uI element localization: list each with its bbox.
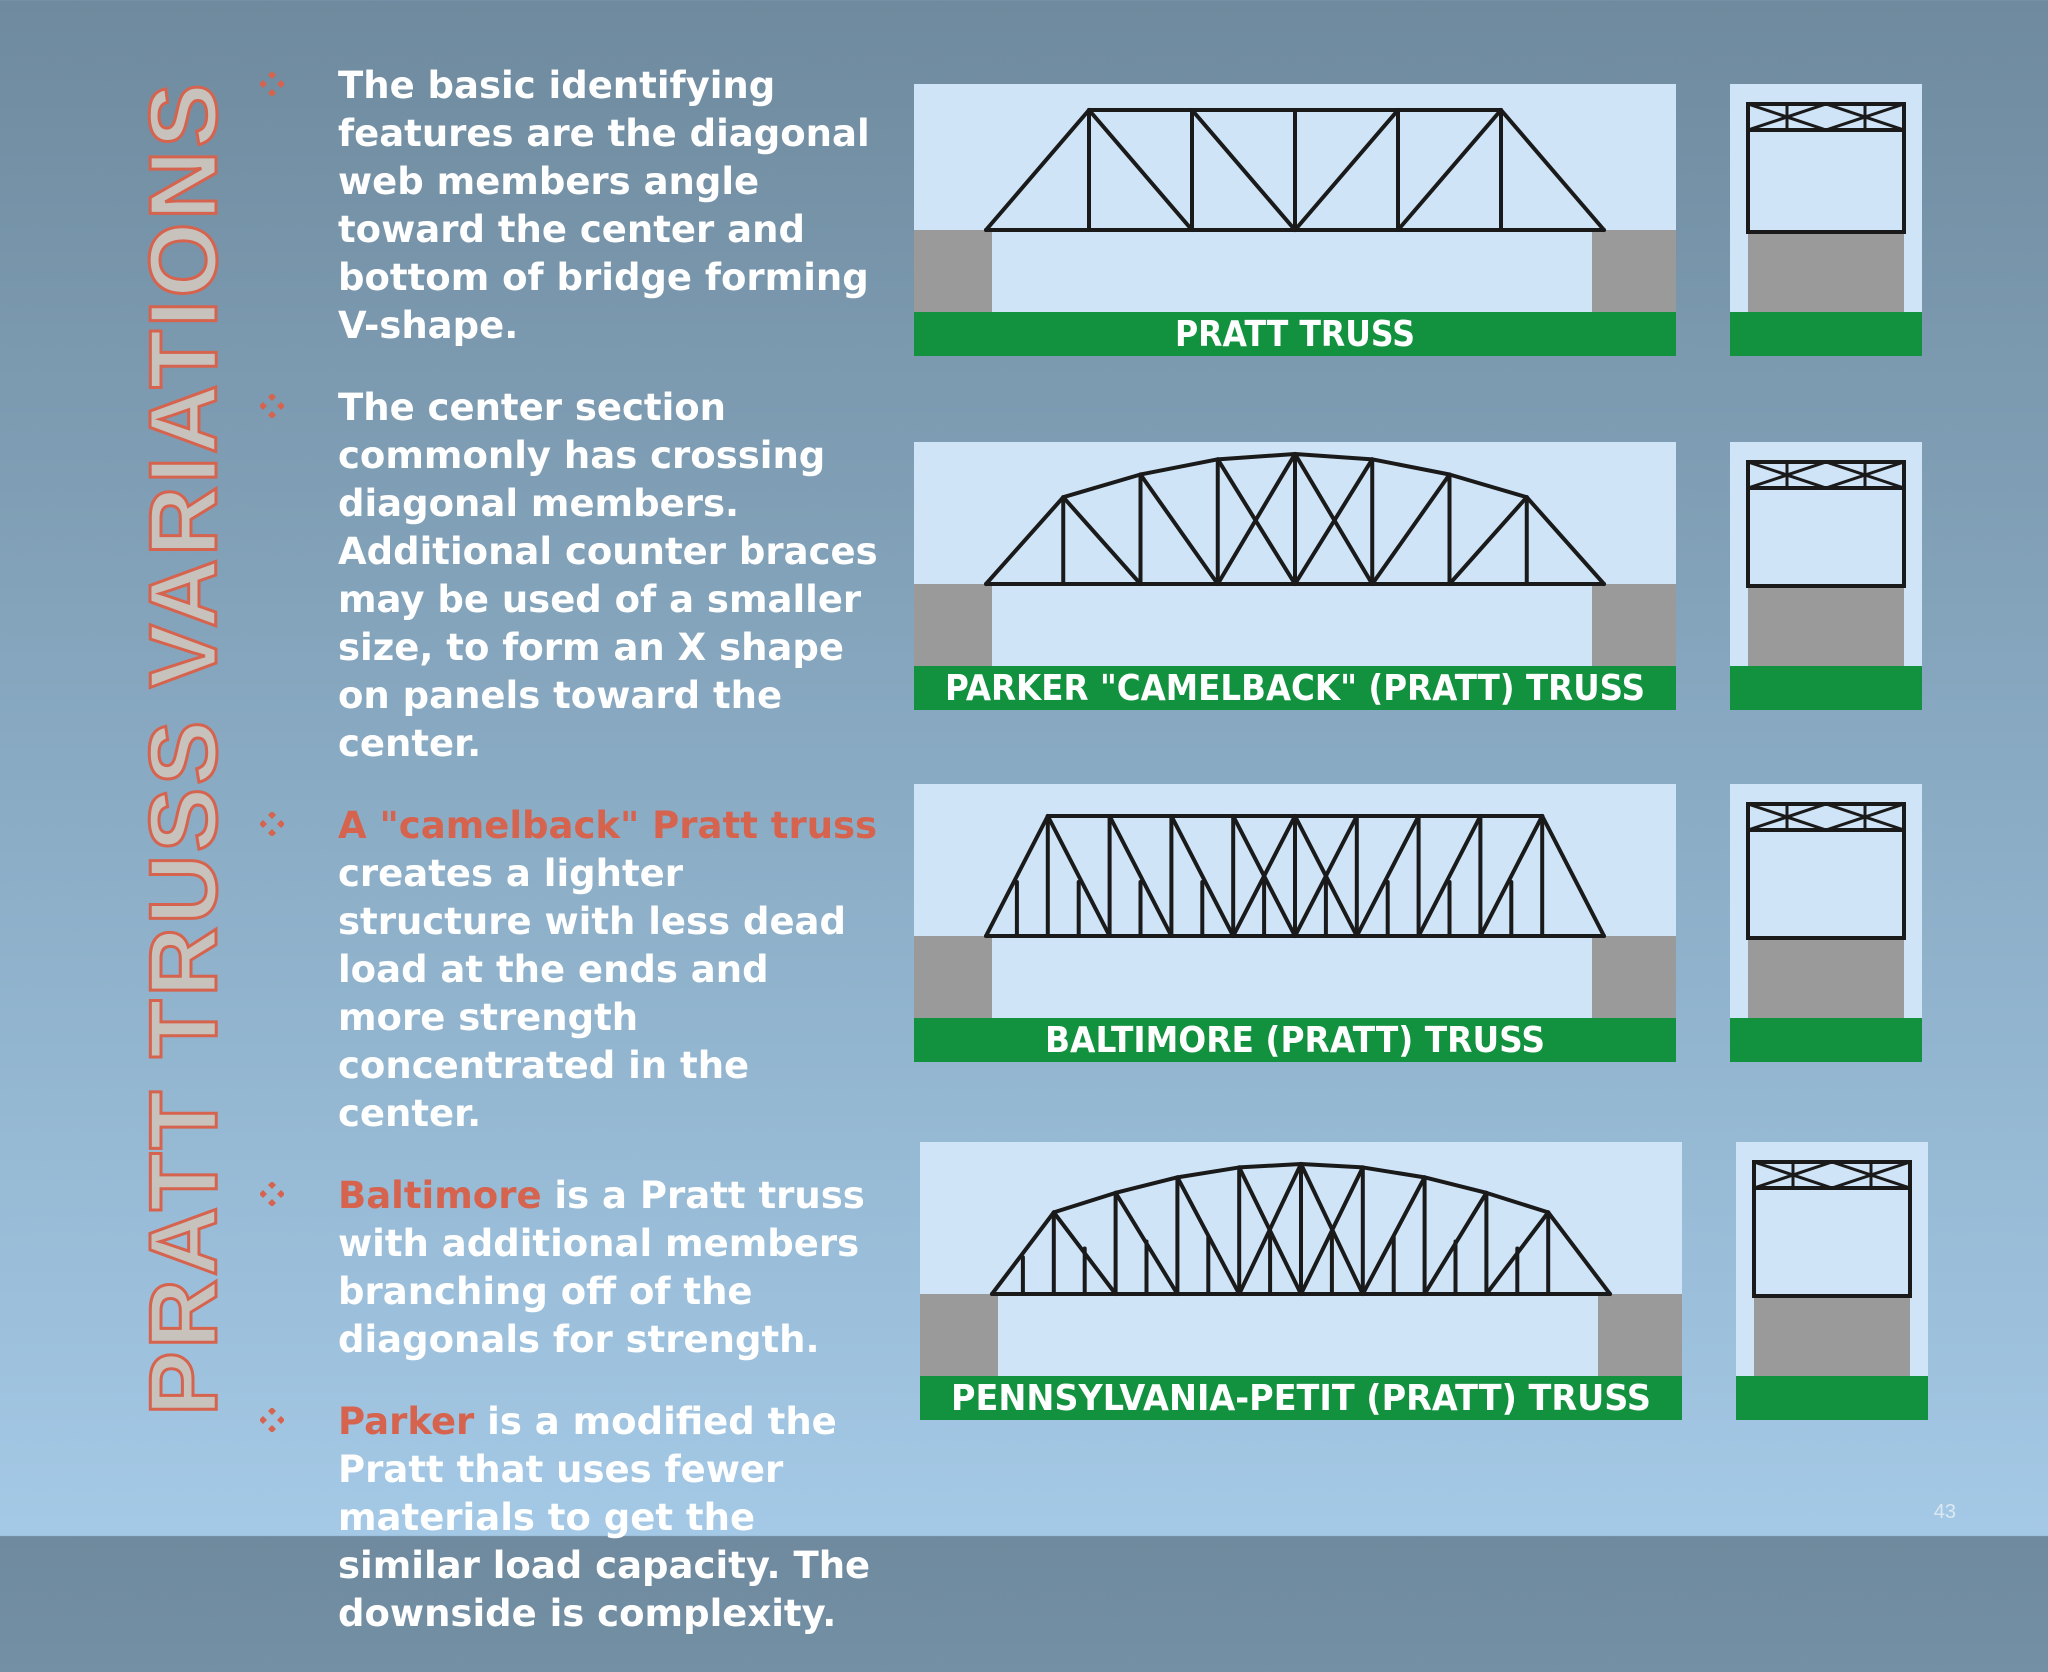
ground-band: [914, 1018, 1676, 1062]
portal-frame: [1746, 802, 1906, 940]
ground-band: [914, 666, 1676, 710]
bullet-highlight: Baltimore: [338, 1174, 542, 1217]
bullet-list: The basic identifying features are the d…: [260, 62, 880, 1672]
ground-band: [1736, 1376, 1928, 1420]
truss-members: [984, 814, 1606, 938]
bullet-segment: creates a lighter structure with less de…: [338, 852, 846, 1135]
diamond-bullet-icon: [260, 1182, 284, 1206]
left-abutment: [914, 936, 992, 1018]
truss-label: PARKER "CAMELBACK" (PRATT) TRUSS: [945, 668, 1645, 709]
parker-camelback-truss-diagram: PARKER "CAMELBACK" (PRATT) TRUSS: [914, 442, 1676, 710]
diamond-bullet-icon: [260, 1408, 284, 1432]
ground-band: [920, 1376, 1682, 1420]
bullet-item: The center section commonly has crossing…: [260, 384, 880, 768]
diamond-bullet-icon: [260, 72, 284, 96]
bullet-text: Baltimore is a Pratt truss with addition…: [338, 1172, 880, 1364]
ground-band: [1730, 666, 1922, 710]
bullet-text: A "camelback" Pratt truss creates a ligh…: [338, 802, 880, 1138]
pier: [1748, 232, 1904, 312]
bullet-segment: The center section commonly has crossing…: [338, 386, 878, 765]
baltimore-truss-diagram: BALTIMORE (PRATT) TRUSS: [914, 784, 1676, 1062]
ground-band: [1730, 1018, 1922, 1062]
pier: [1748, 586, 1904, 666]
pier: [1754, 1296, 1910, 1376]
truss-label: BALTIMORE (PRATT) TRUSS: [1045, 1020, 1545, 1061]
pratt-truss-end-view: [1730, 84, 1922, 356]
parker-truss-end-view: [1730, 442, 1922, 710]
slide-title: PRATT TRUSS VARIATIONS: [129, 79, 239, 1417]
portal-frame: [1752, 1160, 1912, 1298]
bullet-item: Parker is a modified the Pratt that uses…: [260, 1398, 880, 1638]
truss-members: [990, 1162, 1612, 1296]
bullet-item: The basic identifying features are the d…: [260, 62, 880, 350]
pennsylvania-petit-truss-diagram: PENNSYLVANIA-PETIT (PRATT) TRUSS: [920, 1142, 1682, 1420]
bullet-item: A "camelback" Pratt truss creates a ligh…: [260, 802, 880, 1138]
right-abutment: [1592, 936, 1676, 1018]
diamond-bullet-icon: [260, 812, 284, 836]
truss-members: [984, 108, 1606, 232]
right-abutment: [1592, 584, 1676, 666]
truss-members: [984, 452, 1606, 586]
pratt-truss-diagram: PRATT TRUSS: [914, 84, 1676, 356]
left-abutment: [914, 584, 992, 666]
bullet-highlight: Parker: [338, 1400, 475, 1443]
ground-band: [1730, 312, 1922, 356]
right-abutment: [1592, 230, 1676, 312]
bullet-text: The center section commonly has crossing…: [338, 384, 880, 768]
bullet-segment: The basic identifying features are the d…: [338, 64, 870, 347]
pier: [1748, 938, 1904, 1018]
portal-bracing: [1747, 460, 1905, 490]
bullet-text: Parker is a modified the Pratt that uses…: [338, 1398, 880, 1638]
bullet-segment: is a Pratt truss with additional members…: [338, 1174, 865, 1361]
pennsylvania-truss-end-view: [1736, 1142, 1928, 1420]
baltimore-truss-end-view: [1730, 784, 1922, 1062]
truss-label: PRATT TRUSS: [1175, 314, 1415, 355]
left-abutment: [920, 1294, 998, 1376]
left-abutment: [914, 230, 992, 312]
bullet-highlight: A "camelback" Pratt truss: [338, 804, 878, 847]
diamond-bullet-icon: [260, 394, 284, 418]
ground-band: [914, 312, 1676, 356]
portal-bracing: [1747, 802, 1905, 832]
right-abutment: [1598, 1294, 1682, 1376]
page-number: 43: [1933, 1501, 1956, 1523]
bullet-item: Baltimore is a Pratt truss with addition…: [260, 1172, 880, 1364]
truss-label: PENNSYLVANIA-PETIT (PRATT) TRUSS: [951, 1378, 1651, 1419]
portal-bracing: [1753, 1160, 1911, 1190]
portal-bracing: [1747, 102, 1905, 132]
bullet-text: The basic identifying features are the d…: [338, 62, 880, 350]
